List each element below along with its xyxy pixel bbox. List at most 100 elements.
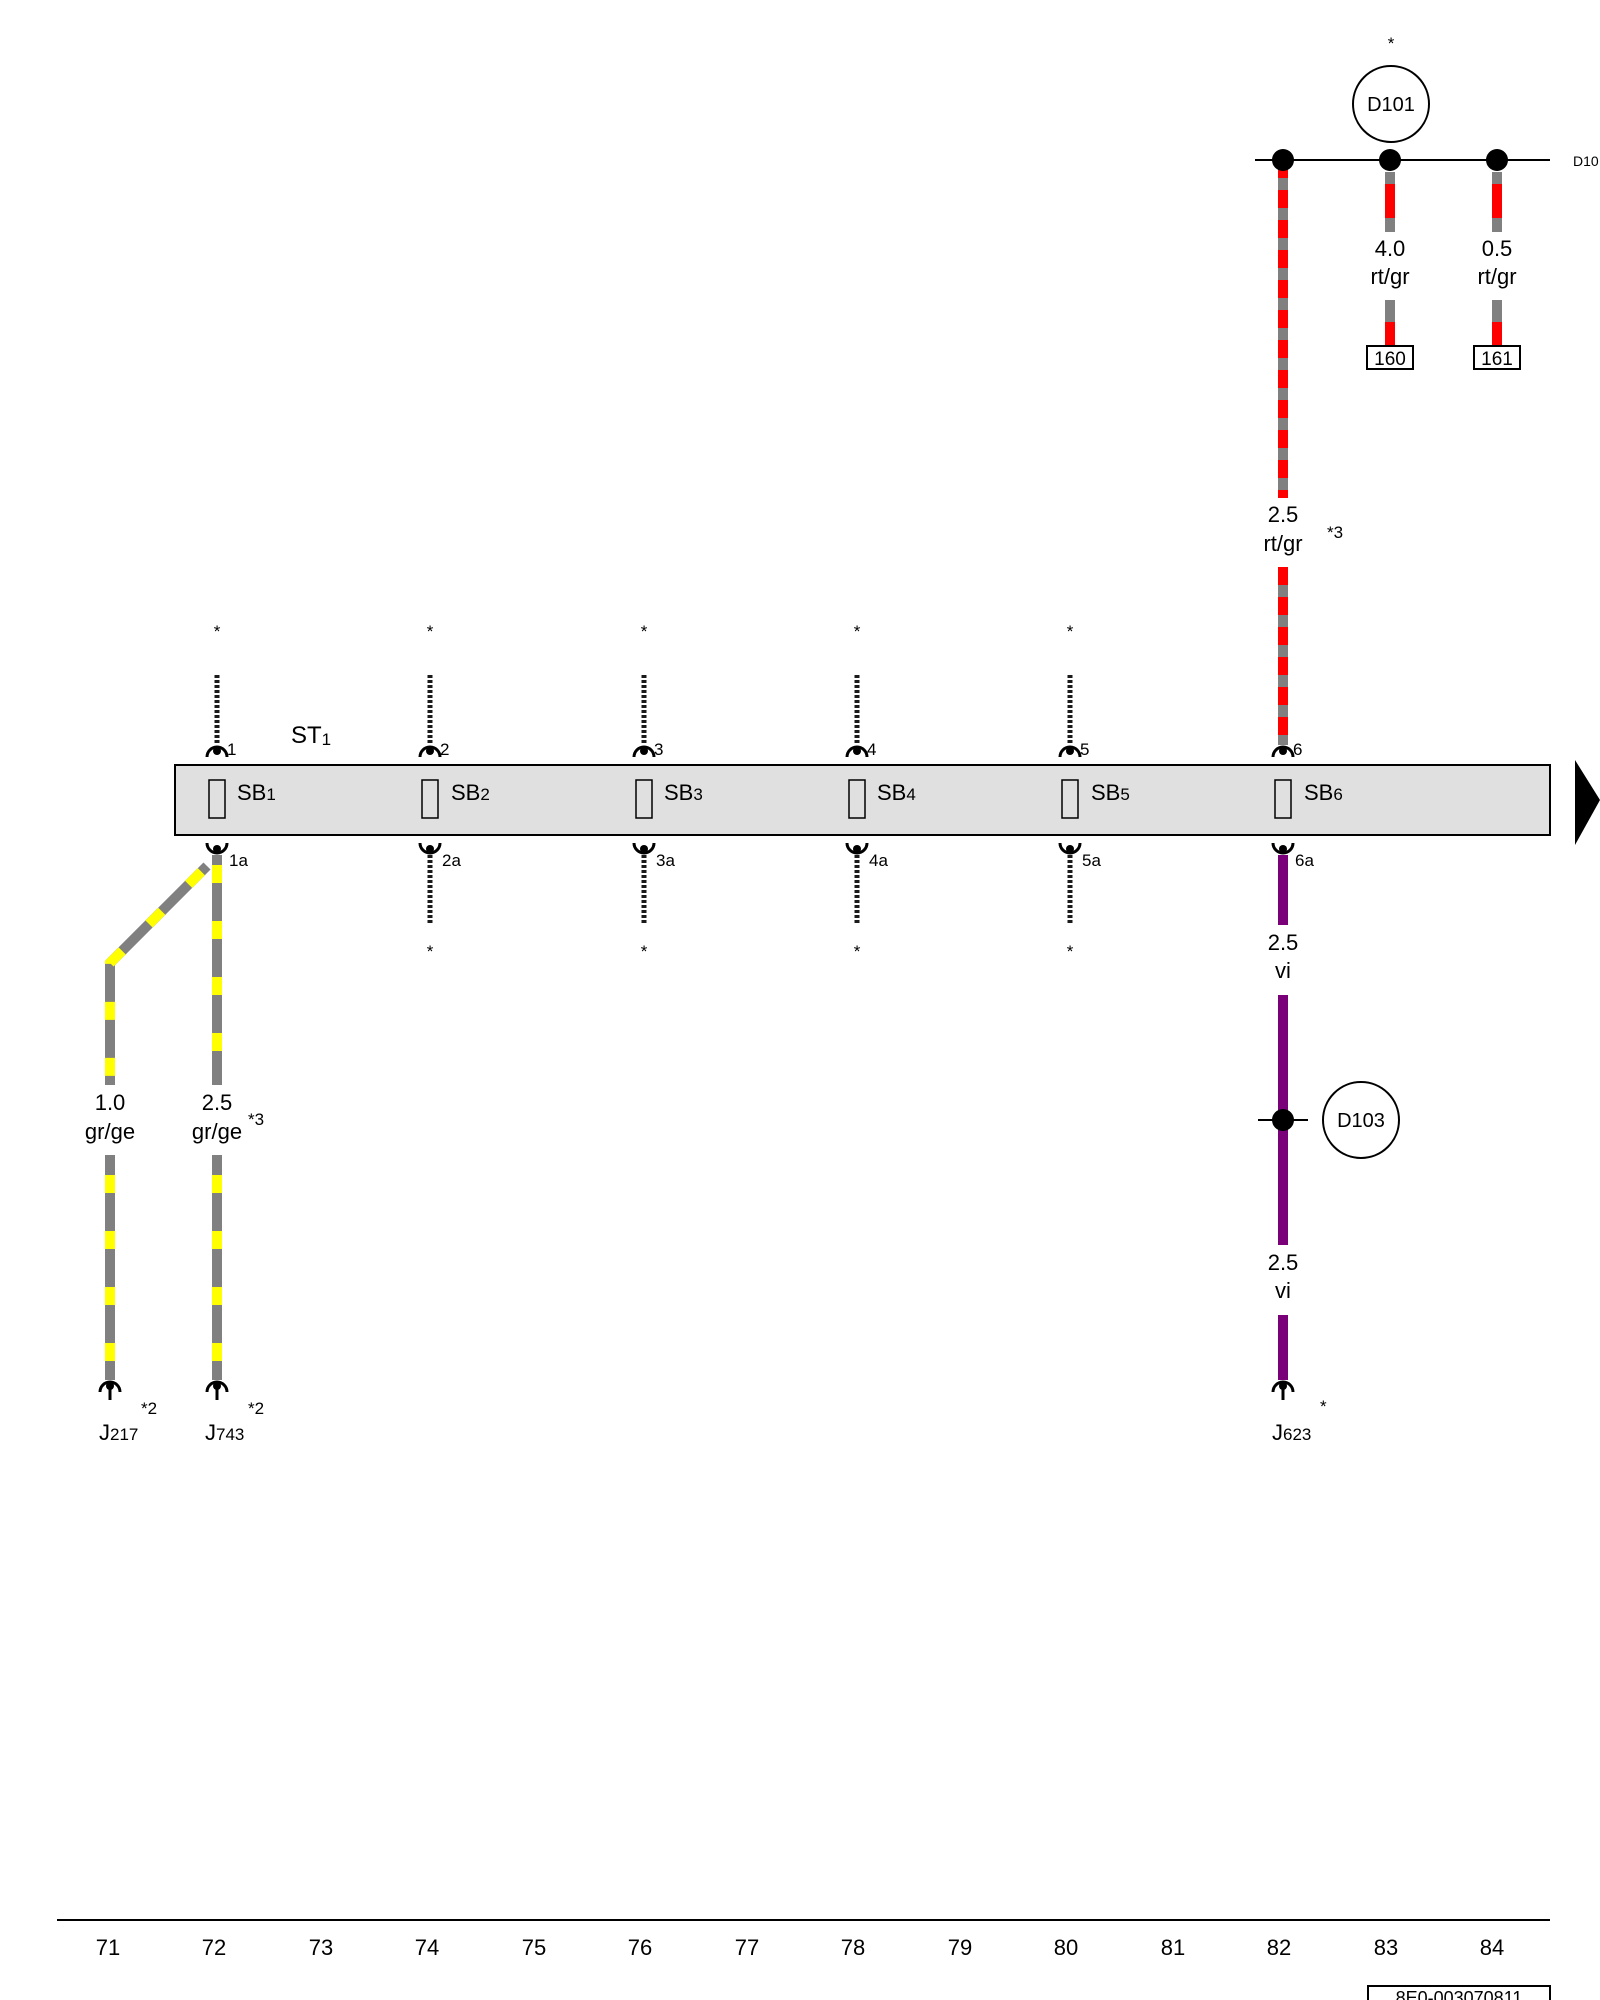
fuse-label: SB6 — [1304, 780, 1343, 805]
connector-d103-circle — [1322, 1081, 1400, 1159]
continuation-arrow — [1575, 760, 1600, 845]
fuse-sb5: 5 5a SB5 * * — [1058, 622, 1130, 961]
wire-size: 2.5 — [1268, 930, 1299, 955]
column-number: 74 — [415, 1935, 439, 1960]
fuse-element-icon — [421, 779, 439, 819]
fuse-sb3: 3 3a SB3 * * — [632, 622, 703, 961]
column-number: 76 — [628, 1935, 652, 1960]
fuse-label: SB4 — [877, 780, 916, 805]
pin-number: 3 — [654, 740, 663, 759]
fuse-label: SB3 — [664, 780, 703, 805]
component-note: *2 — [141, 1399, 157, 1418]
column-number: 82 — [1267, 1935, 1291, 1960]
connector-pin-icon — [640, 845, 648, 853]
reference-box-160 — [1366, 345, 1414, 370]
connector-pin-icon — [853, 845, 861, 853]
column-number: 79 — [948, 1935, 972, 1960]
component-j623: J623 — [1272, 1420, 1311, 1445]
wire-note: *3 — [248, 1110, 264, 1129]
connector-pin-icon — [426, 747, 434, 755]
unspecified-marker: * — [1067, 622, 1074, 641]
wire-color-code: rt/gr — [1263, 531, 1302, 556]
unspecified-marker: * — [427, 622, 434, 641]
pin-number: 5 — [1080, 740, 1089, 759]
connector-pin-icon — [1066, 747, 1074, 755]
fuse-sb4: 4 4a SB4 * * — [845, 622, 916, 961]
wire-71-upper — [105, 862, 211, 1085]
fuse-sb6: 6 6a SB6 — [1271, 740, 1343, 870]
wire-size: 2.5 — [1268, 502, 1299, 527]
fuse-label: SB5 — [1091, 780, 1130, 805]
unspecified-marker: * — [854, 622, 861, 641]
wire-color-code: rt/gr — [1477, 264, 1516, 289]
wire-size: 2.5 — [1268, 1250, 1299, 1275]
unspecified-marker: * — [641, 622, 648, 641]
connector-pin-icon — [1279, 845, 1287, 853]
connector-pin-icon — [640, 747, 648, 755]
pin-number: 1 — [227, 740, 236, 759]
component-j217: J217 — [99, 1420, 138, 1445]
fuse-element-icon — [635, 779, 653, 819]
pin-number: 5a — [1082, 851, 1101, 870]
reference-number: 160 — [1374, 349, 1406, 370]
wire-color-code: gr/ge — [85, 1119, 135, 1144]
column-number: 78 — [841, 1935, 865, 1960]
pin-number: 6 — [1293, 740, 1302, 759]
fuse-element-icon — [1274, 779, 1292, 819]
pin-number: 6a — [1295, 851, 1314, 870]
fuse-label: SB2 — [451, 780, 490, 805]
connector-pin-icon — [1066, 845, 1074, 853]
wire-size: 1.0 — [95, 1090, 126, 1115]
pin-number: 4a — [869, 851, 888, 870]
reference-number: 161 — [1481, 349, 1513, 370]
wire-size: 2.5 — [202, 1090, 233, 1115]
column-number: 80 — [1054, 1935, 1078, 1960]
splice-point — [1272, 1109, 1294, 1131]
splice-point — [1272, 149, 1294, 171]
wire-note: *3 — [1327, 523, 1343, 542]
wire-color-code: gr/ge — [192, 1119, 242, 1144]
drawing-number: 8E0-003070811 — [1396, 1988, 1523, 2000]
splice-point — [1379, 149, 1401, 171]
unspecified-marker: * — [1067, 942, 1074, 961]
connector-pin-icon — [213, 845, 221, 853]
connector-d101-label: D101 — [1367, 94, 1415, 116]
pin-number: 1a — [229, 851, 248, 870]
column-number: 75 — [522, 1935, 546, 1960]
unspecified-marker: * — [641, 942, 648, 961]
column-number: 81 — [1161, 1935, 1185, 1960]
wire-71-upper — [105, 862, 211, 1085]
wire-color-code: vi — [1275, 958, 1291, 983]
unspecified-marker: * — [1388, 34, 1395, 53]
fuse-element-icon — [208, 779, 226, 819]
fuse-label: SB1 — [237, 780, 276, 805]
drawing-number-box — [1367, 1985, 1551, 2000]
fuse-strip-panel — [174, 764, 1551, 836]
connector-pin-icon — [853, 747, 861, 755]
pin-number: 2 — [440, 740, 449, 759]
wire-color-code: vi — [1275, 1278, 1291, 1303]
wire-size: 0.5 — [1482, 236, 1513, 261]
component-j743: J743 — [205, 1420, 244, 1445]
reference-box-161 — [1473, 345, 1521, 370]
column-number: 77 — [735, 1935, 759, 1960]
fuse-strip-label: ST1 — [291, 722, 331, 749]
component-note: * — [1320, 1397, 1327, 1416]
fuse-element-icon — [848, 779, 866, 819]
connector-pin-icon — [213, 747, 221, 755]
wire-size: 4.0 — [1375, 236, 1406, 261]
pin-number: 4 — [867, 740, 876, 759]
unspecified-marker: * — [854, 942, 861, 961]
column-number: 73 — [309, 1935, 333, 1960]
connector-d101-circle — [1352, 65, 1430, 143]
pin-number: 3a — [656, 851, 675, 870]
splice-point — [1486, 149, 1508, 171]
fuse-element-icon — [1061, 779, 1079, 819]
fuse-sb2: 2 2a SB2 * * — [418, 622, 490, 961]
connector-d103-label: D103 — [1337, 1110, 1385, 1132]
column-number: 71 — [96, 1935, 120, 1960]
connector-pin-icon — [1279, 747, 1287, 755]
connector-pin-icon — [426, 845, 434, 853]
column-number: 72 — [202, 1935, 226, 1960]
